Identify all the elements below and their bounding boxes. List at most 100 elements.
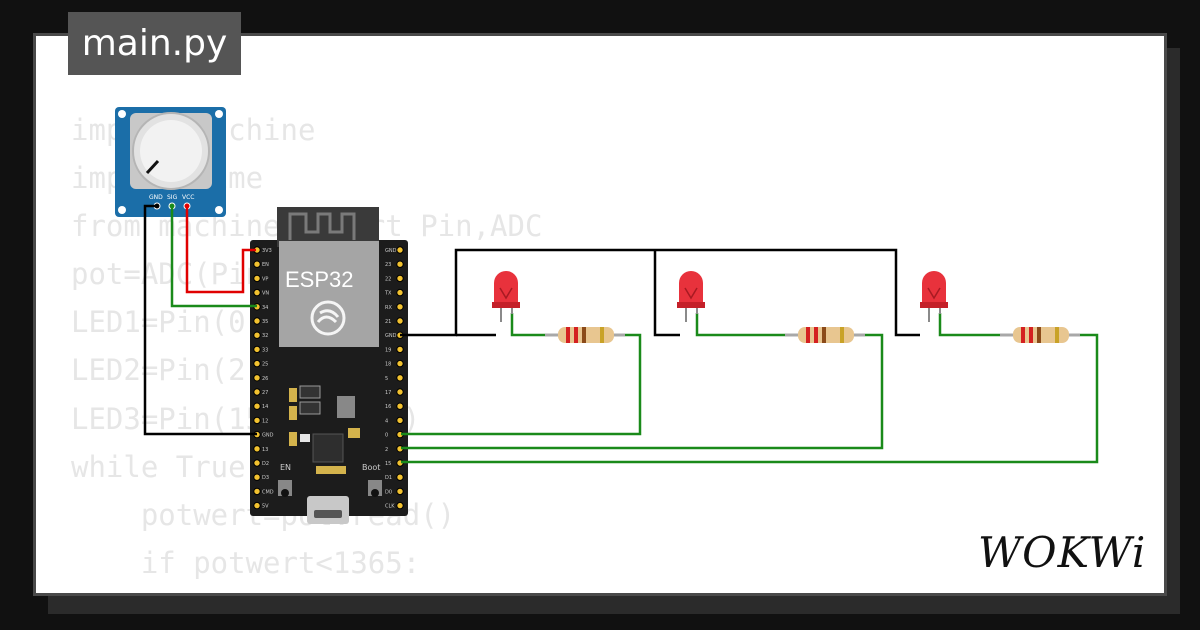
pin-gnd[interactable]: [396, 246, 404, 254]
en-button-label: EN: [280, 463, 291, 472]
pin-label: 14: [262, 404, 268, 410]
wire-gpio2: [401, 333, 884, 450]
pin-16[interactable]: [396, 402, 404, 410]
pin-14[interactable]: [253, 402, 261, 410]
resistor[interactable]: [1000, 327, 1080, 343]
pin-en[interactable]: [253, 260, 261, 268]
pin-label: 3V3: [262, 248, 272, 254]
pin-label: D1: [385, 475, 392, 481]
pin-26[interactable]: [253, 374, 261, 382]
pin-label: 27: [262, 390, 268, 396]
pin-12[interactable]: [253, 416, 261, 425]
pin-label: CLK: [385, 504, 395, 510]
pot-pin-label: VCC: [182, 194, 194, 201]
pin-label: 17: [385, 390, 391, 396]
pin-label: 15: [385, 461, 391, 467]
pin-label: 2: [385, 447, 388, 453]
antenna-trace: [288, 212, 356, 240]
led[interactable]: [677, 271, 705, 322]
pin-d2[interactable]: [253, 459, 261, 467]
pin-label: VN: [262, 291, 269, 297]
pin-label: 22: [385, 276, 391, 282]
pin-35[interactable]: [253, 317, 261, 325]
pot-pin-label: SIG: [167, 194, 178, 201]
pin-rx[interactable]: [396, 303, 404, 311]
pin-label: 21: [385, 319, 391, 325]
wire-gpio15: [401, 333, 1099, 464]
pin-label: 35: [262, 319, 268, 325]
pin-label: RX: [385, 305, 392, 311]
wire-led3-anode: [938, 313, 1000, 337]
pin-5[interactable]: [396, 374, 404, 382]
wire-gpio0: [401, 333, 642, 436]
pin-label: GND: [262, 433, 274, 439]
wokwi-logo: WOKWi: [978, 528, 1147, 577]
pin-clk[interactable]: [396, 501, 404, 510]
board-label: ESP32: [285, 267, 354, 292]
code-line: while True:: [71, 449, 264, 484]
pin-5v[interactable]: [253, 501, 261, 510]
wires: [143, 204, 1099, 464]
pin-vn[interactable]: [253, 288, 261, 297]
wire-led1-anode: [510, 313, 560, 337]
pin-label: 19: [385, 347, 391, 353]
wire-vcc: [185, 206, 256, 294]
rf-shield: [279, 241, 379, 347]
pin-label: CMD: [262, 489, 274, 495]
pin-cmd[interactable]: [253, 487, 261, 496]
code-line: if potwert<1365:: [71, 545, 421, 580]
pin-label: 33: [262, 347, 268, 353]
pin-33[interactable]: [253, 345, 261, 354]
pin-label: 12: [262, 418, 268, 424]
pin-label: 13: [262, 447, 268, 453]
wire-led2-cathode: [653, 250, 680, 337]
esp32-board[interactable]: ESP32 EN Boot 3V3ENVPVN34353233252627141…: [250, 207, 408, 524]
pin-25[interactable]: [253, 359, 261, 368]
pin-27[interactable]: [253, 388, 261, 396]
pin-label: D3: [262, 475, 269, 481]
wire-ground-bus: [400, 248, 920, 337]
pin-d3[interactable]: [253, 473, 261, 481]
pin-d0[interactable]: [396, 487, 404, 496]
pin-21[interactable]: [396, 317, 404, 325]
pin-d1[interactable]: [396, 473, 404, 481]
led[interactable]: [920, 271, 948, 322]
pin-label: TX: [384, 291, 392, 297]
resistor[interactable]: [545, 327, 625, 343]
wire-led2-anode: [695, 313, 800, 337]
pin-label: EN: [262, 262, 269, 268]
pin-label: 32: [262, 333, 268, 339]
knob-pointer: [145, 159, 160, 175]
espressif-logo-icon: [310, 300, 346, 336]
pin-4[interactable]: [396, 416, 404, 425]
pin-label: 34: [262, 305, 268, 311]
pin-label: 23: [385, 262, 391, 268]
pin-22[interactable]: [396, 274, 404, 283]
pot-pin-label: GND: [149, 194, 163, 201]
pin-label: D0: [385, 489, 392, 495]
pin-label: GND: [385, 248, 397, 254]
pin-vp[interactable]: [253, 274, 261, 283]
wire-sig: [170, 206, 257, 308]
pin-label: 4: [385, 418, 388, 424]
pin-13[interactable]: [253, 445, 261, 453]
pin-32[interactable]: [253, 331, 261, 339]
pin-label: D2: [262, 461, 269, 467]
pin-label: 5V: [262, 504, 269, 510]
pin-23[interactable]: [396, 260, 404, 268]
resistor[interactable]: [785, 327, 865, 343]
pin-label: VP: [262, 276, 268, 282]
pin-17[interactable]: [396, 388, 404, 396]
wire-gnd: [143, 204, 257, 436]
potentiometer[interactable]: GND SIG VCC: [115, 107, 226, 217]
pin-tx[interactable]: [396, 288, 404, 297]
pin-18[interactable]: [396, 359, 404, 368]
pin-label: 5: [385, 376, 388, 382]
pin-label: GND: [385, 333, 397, 339]
led[interactable]: [492, 271, 520, 322]
file-tab[interactable]: main.py: [68, 12, 241, 75]
pin-label: 18: [385, 362, 391, 368]
pin-19[interactable]: [396, 345, 404, 354]
